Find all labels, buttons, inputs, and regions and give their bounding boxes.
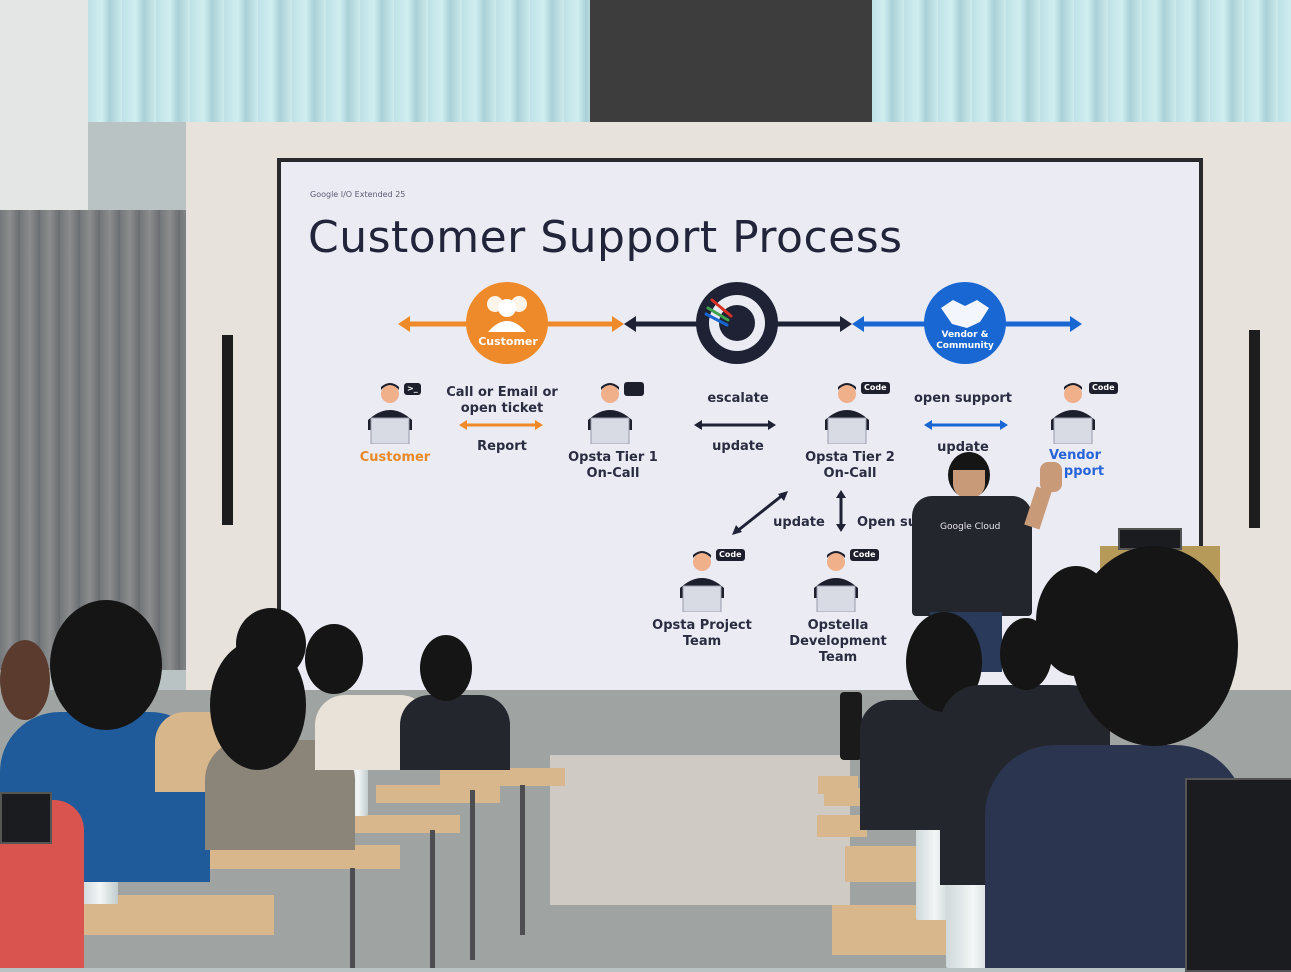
navy-arrow-left-head	[624, 316, 636, 332]
middle-arrows	[459, 420, 1008, 430]
project-team-person-icon	[680, 551, 724, 612]
orange-arrow-right-head	[612, 316, 624, 332]
attendee-laptop-right	[1185, 778, 1291, 972]
label-open-sup-lower: Open sup	[857, 515, 927, 530]
desk-left-back	[440, 768, 565, 786]
presenter-raised-hand	[1040, 462, 1062, 492]
camera	[840, 692, 862, 760]
customer-person-icon	[368, 383, 412, 444]
attendee-ponytail-head	[210, 640, 306, 770]
label-open-ticket: open ticket	[460, 401, 544, 416]
label-vendor-line2: pport	[1063, 464, 1105, 479]
desk-right-2	[824, 788, 860, 806]
desk-left-2	[376, 785, 500, 803]
presenter-shirt	[912, 496, 1032, 616]
code-bubble-opstella: Code	[850, 549, 879, 561]
attendee-left-edge-head	[0, 640, 50, 720]
vendor-person-icon	[1051, 383, 1095, 444]
attendee-right-front-head	[1070, 546, 1238, 746]
code-bubble-project: Code	[716, 549, 745, 561]
stage-platform	[550, 755, 850, 905]
slide-title: Customer Support Process	[308, 212, 903, 263]
attendee-blue-shirt-head	[50, 600, 162, 730]
right-speaker	[1249, 330, 1260, 528]
attendee-laptop-left	[0, 792, 52, 844]
label-update-right: update	[937, 440, 989, 455]
label-tier2-line1: Opsta Tier 2	[805, 450, 895, 465]
vendor-circle-label: Vendor & Community	[936, 330, 994, 351]
conference-label: Google I/O Extended 25	[310, 190, 406, 199]
label-update-mid: update	[712, 439, 764, 454]
terminal-bubble: >_	[404, 383, 421, 395]
label-project-line1: Opsta Project	[652, 618, 752, 633]
presenter-face	[953, 470, 985, 498]
flow-diagram	[398, 282, 1082, 364]
code-bubble-tier2: Code	[861, 382, 890, 394]
desk-left-3	[330, 815, 460, 833]
attendee-dark-shirt-body	[400, 695, 510, 770]
attendee-white-shirt-head	[305, 624, 363, 694]
label-tier2-line2: On-Call	[823, 466, 877, 481]
label-escalate: escalate	[707, 391, 769, 406]
label-tier1-line1: Opsta Tier 1	[568, 450, 658, 465]
label-open-support: open support	[914, 391, 1012, 406]
code-bubble-vendor: Code	[1089, 382, 1118, 394]
label-report: Report	[477, 439, 527, 454]
opstella-person-icon	[814, 551, 858, 612]
customer-circle-label: Customer	[478, 335, 538, 348]
label-customer: Customer	[359, 450, 431, 465]
label-project-line2: Team	[682, 634, 722, 649]
orange-arrow-left-head	[398, 316, 410, 332]
left-speaker	[222, 335, 233, 525]
tier2-person-icon	[825, 383, 869, 444]
heart-bubble-icon	[624, 382, 644, 396]
left-curtain	[0, 210, 186, 670]
blue-arrow-right-head	[1070, 316, 1082, 332]
label-opstella-line1: Opstella	[807, 618, 869, 633]
tier1-person-icon	[588, 383, 632, 444]
desk-leg-2	[520, 785, 525, 935]
attendee-dark-shirt-head	[420, 635, 472, 701]
navy-arrow-right-head	[840, 316, 852, 332]
desk-leg-1	[470, 790, 475, 960]
label-update-lower: update	[773, 515, 825, 530]
blue-arrow-left-head	[852, 316, 864, 332]
dark-column	[590, 0, 872, 125]
presenter-shirt-text: Google Cloud	[940, 522, 1001, 532]
desk-leg-3	[430, 830, 435, 968]
label-opstella-line3: Team	[818, 650, 858, 665]
lower-arrows	[732, 490, 846, 535]
label-opstella-line2: Development	[789, 634, 887, 649]
label-call-email: Call or Email or	[446, 385, 558, 400]
desk-leg-4	[350, 868, 355, 968]
label-tier1-line2: On-Call	[586, 466, 640, 481]
desk-right-3	[817, 815, 867, 837]
label-vendor-line1: Vendor	[1048, 448, 1102, 463]
